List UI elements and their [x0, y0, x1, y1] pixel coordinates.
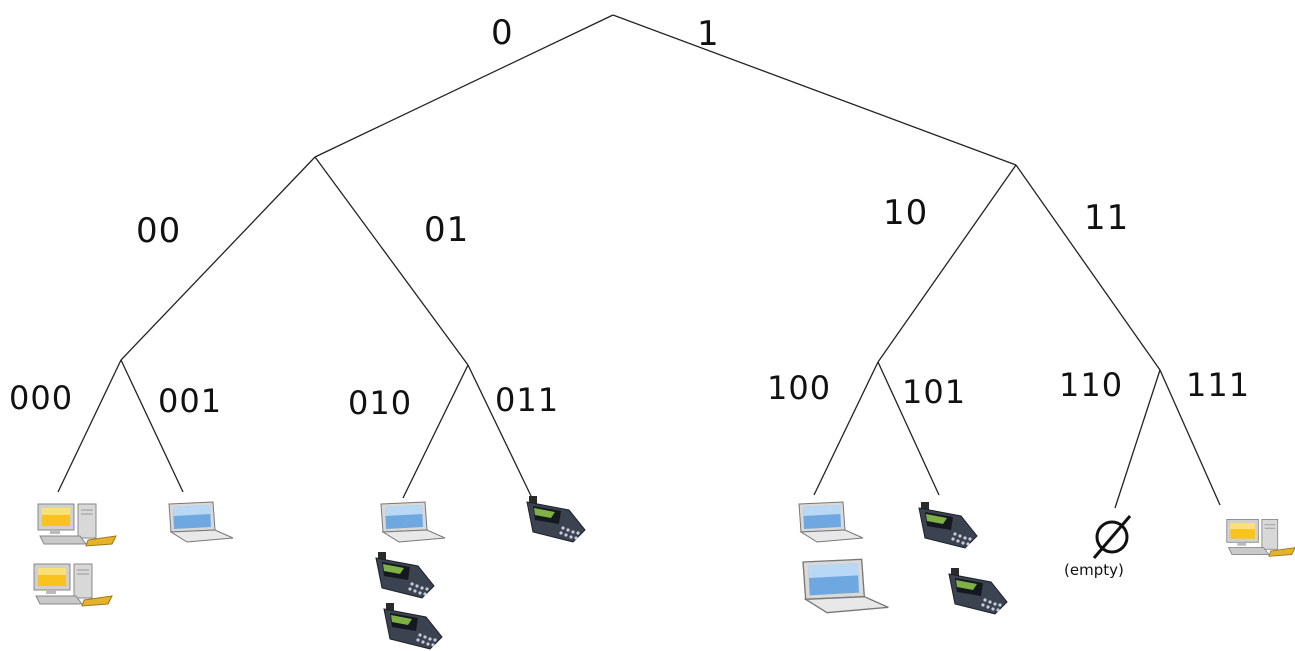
edge-111 — [1159, 369, 1221, 506]
edge-label-000: 000 — [9, 379, 74, 417]
edge-label-011: 011 — [495, 381, 560, 419]
edge-label-0: 0 — [491, 13, 514, 53]
edge-000 — [57, 359, 122, 493]
phone-icon — [948, 568, 1008, 615]
phone-icon — [383, 603, 443, 650]
edge-101 — [877, 361, 940, 496]
phone-icon — [526, 496, 586, 543]
edge-label-010: 010 — [348, 384, 413, 422]
desktop-icon — [37, 503, 117, 547]
edge-010 — [402, 364, 469, 499]
edge-11 — [1015, 164, 1161, 371]
edge-label-01: 01 — [424, 210, 470, 250]
laptop-icon — [380, 501, 446, 543]
edge-1 — [612, 14, 1017, 166]
edge-label-001: 001 — [158, 382, 223, 420]
phone-icon — [375, 552, 435, 599]
edge-100 — [813, 361, 879, 496]
edge-label-111: 111 — [1186, 366, 1251, 404]
empty-bucket-label: (empty) — [1064, 561, 1124, 579]
edge-label-00: 00 — [136, 211, 182, 251]
desktop-icon — [1226, 518, 1295, 557]
edge-label-100: 100 — [767, 369, 832, 407]
edge-label-101: 101 — [902, 373, 967, 411]
edge-110 — [1114, 369, 1161, 509]
edge-10 — [877, 164, 1017, 363]
edge-label-1: 1 — [697, 14, 720, 54]
edge-0 — [314, 14, 614, 158]
desktop-icon — [33, 563, 113, 607]
laptop-icon — [168, 501, 234, 543]
edge-label-10: 10 — [883, 193, 929, 233]
edge-00 — [120, 156, 316, 361]
edge-label-11: 11 — [1084, 198, 1130, 238]
phone-icon — [918, 502, 978, 549]
empty-set-icon — [1092, 515, 1132, 559]
edge-01 — [314, 156, 469, 366]
edge-label-110: 110 — [1059, 366, 1124, 404]
laptop-icon — [802, 558, 889, 614]
laptop-icon — [798, 501, 864, 543]
edge-001 — [120, 359, 184, 493]
edge-011 — [467, 364, 533, 499]
